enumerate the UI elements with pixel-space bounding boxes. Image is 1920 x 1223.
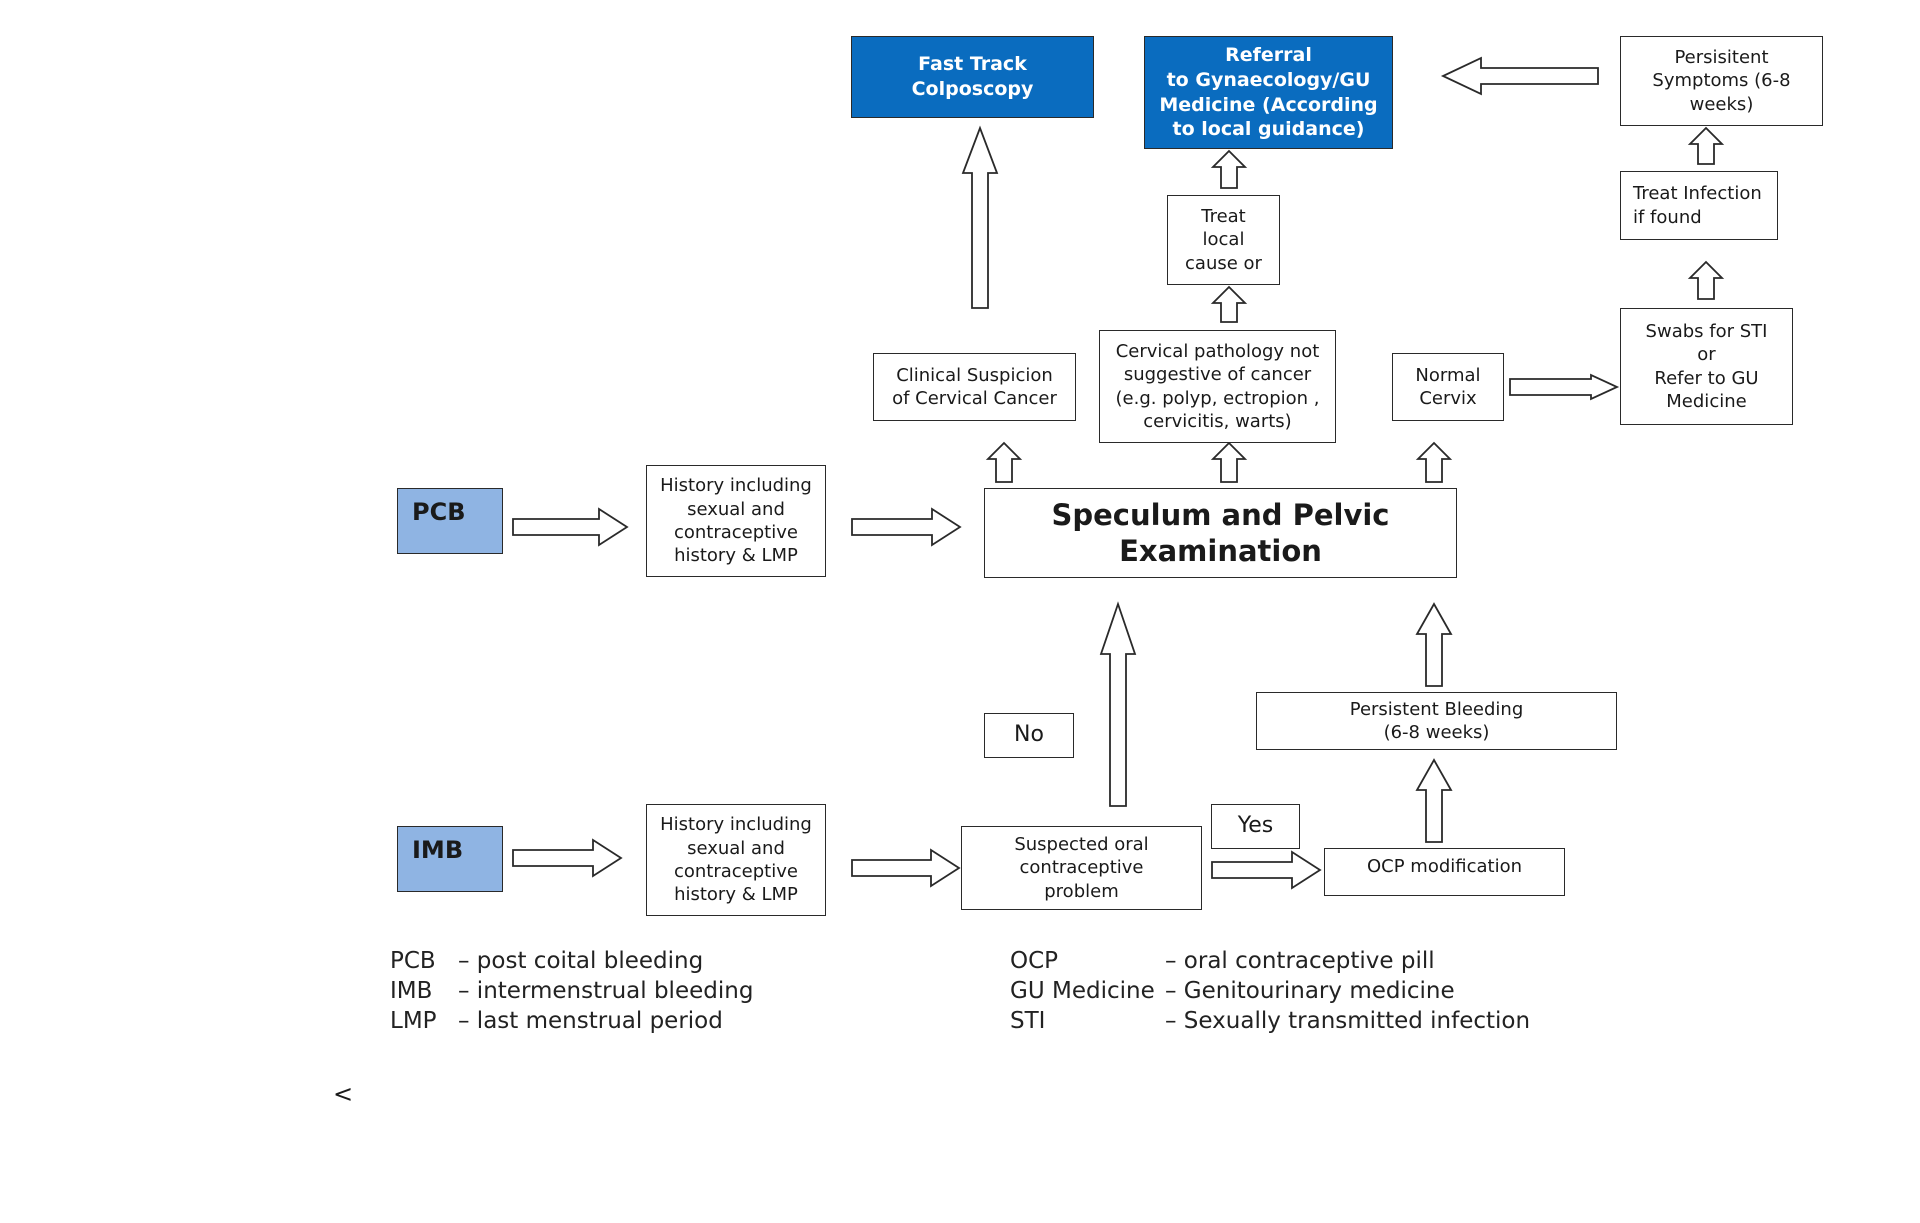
arrows-layer [512, 56, 1725, 890]
suspected-ocp-problem-box: Suspected oral contraceptive problem [961, 826, 1202, 910]
legend-left: PCB – post coital bleeding IMB – interme… [390, 946, 840, 1038]
no-label: No [984, 713, 1074, 758]
referral-box: Referral to Gynaecology/GU Medicine (Acc… [1144, 36, 1393, 149]
arrow-ocp-problem-to-modification [1211, 850, 1322, 890]
fast-track-colposcopy-box: Fast Track Colposcopy [851, 36, 1094, 118]
history-pcb-box: History including sexual and contracepti… [646, 465, 826, 577]
legend-abbr: LMP [390, 1008, 437, 1034]
normal-cervix-box: Normal Cervix [1392, 353, 1504, 421]
arrow-normal-cervix-to-swabs [1509, 373, 1620, 401]
treat-infection-box: Treat Infection if found [1620, 171, 1778, 240]
stray-mark: < [333, 1080, 354, 1108]
arrow-pcb-to-history [512, 507, 629, 547]
legend-abbr: PCB [390, 948, 436, 974]
clinical-suspicion-box: Clinical Suspicion of Cervical Cancer [873, 353, 1076, 421]
arrow-ocp-problem-to-speculum [1099, 601, 1137, 807]
legend-definition: – post coital bleeding [458, 948, 704, 974]
arrow-cervical-pathology-to-treat-local [1210, 285, 1248, 323]
arrow-swabs-to-treat-infection [1687, 260, 1725, 300]
legend-definition: – last menstrual period [458, 1008, 723, 1034]
imb-box: IMB [397, 826, 503, 892]
cervical-pathology-box: Cervical pathology not suggestive of can… [1099, 330, 1336, 443]
arrow-history-imb-to-ocp-problem [851, 848, 961, 888]
persistent-bleeding-box: Persistent Bleeding (6-8 weeks) [1256, 692, 1617, 750]
legend-abbr: IMB [390, 978, 433, 1004]
arrow-speculum-to-cervical-pathology [1210, 441, 1248, 483]
arrow-treat-local-to-referral [1210, 149, 1248, 189]
legend-abbr: GU Medicine [1010, 978, 1155, 1004]
legend-abbr: STI [1010, 1008, 1046, 1034]
history-imb-box: History including sexual and contracepti… [646, 804, 826, 916]
ocp-modification-box: OCP modification [1324, 848, 1565, 896]
arrow-ocp-modification-to-persistent-bleeding [1415, 758, 1453, 843]
arrow-imb-to-history [512, 838, 623, 878]
arrow-persistent-symptoms-to-referral [1440, 56, 1599, 96]
treat-local-cause-box: Treat local cause or [1167, 195, 1280, 285]
arrow-treat-infection-to-persistent-symptoms [1687, 126, 1725, 165]
legend-definition: – oral contraceptive pill [1165, 948, 1435, 974]
speculum-pelvic-examination-box: Speculum and Pelvic Examination [984, 488, 1457, 578]
legend-abbr: OCP [1010, 948, 1059, 974]
arrow-clinical-suspicion-to-fast-track [961, 125, 999, 309]
arrow-persistent-bleeding-to-speculum [1415, 602, 1453, 687]
legend-definition: – Sexually transmitted infection [1165, 1008, 1531, 1034]
arrow-history-pcb-to-speculum [851, 507, 962, 547]
arrow-speculum-to-clinical-suspicion [985, 441, 1023, 483]
swabs-or-refer-box: Swabs for STI or Refer to GU Medicine [1620, 308, 1793, 425]
legend-definition: – intermenstrual bleeding [458, 978, 754, 1004]
legend-definition: – Genitourinary medicine [1165, 978, 1455, 1004]
arrow-speculum-to-normal-cervix [1415, 441, 1453, 483]
persistent-symptoms-box: Persisitent Symptoms (6-8 weeks) [1620, 36, 1823, 126]
legend-right: OCP – oral contraceptive pill GU Medicin… [1010, 946, 1570, 1038]
yes-label: Yes [1211, 804, 1300, 849]
pcb-box: PCB [397, 488, 503, 554]
